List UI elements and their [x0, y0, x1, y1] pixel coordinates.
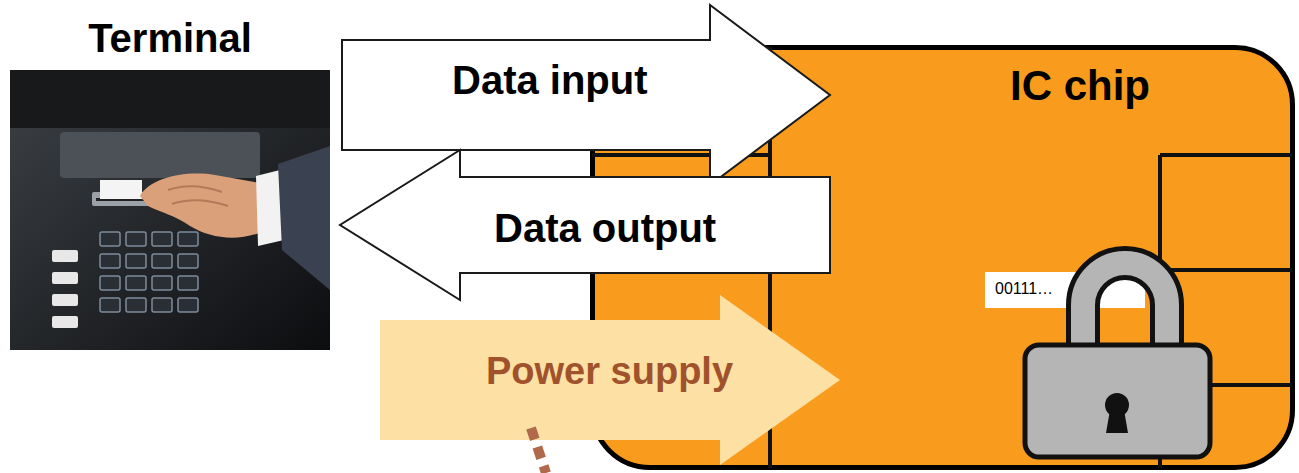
atm-panel	[60, 132, 260, 178]
atm-background	[10, 70, 330, 350]
dotted-leader	[531, 428, 546, 473]
arrow-label: Data input	[452, 57, 648, 103]
key	[126, 232, 146, 246]
atm-fascia	[10, 70, 330, 128]
atm-photo	[10, 70, 330, 350]
key	[178, 232, 198, 246]
arrow-label: Data output	[494, 205, 716, 251]
side-button	[52, 250, 78, 262]
key	[152, 232, 172, 246]
key	[100, 254, 120, 268]
key	[126, 254, 146, 268]
key	[100, 232, 120, 246]
key	[178, 254, 198, 268]
arrow-label-holder: Data input	[452, 57, 648, 103]
side-button	[52, 316, 78, 328]
finger-line	[172, 200, 228, 206]
key	[152, 298, 172, 312]
card-slot	[92, 192, 168, 206]
bit-string: 00111…	[985, 272, 1063, 306]
terminal-node: Terminal	[10, 15, 330, 350]
side-button	[52, 272, 78, 284]
finger-line	[168, 186, 222, 192]
arrow-label-holder: Power supply	[486, 350, 733, 394]
arrow-label-holder: Data output	[494, 205, 716, 251]
card-slot-gap	[96, 198, 164, 201]
key	[178, 276, 198, 290]
data-box: 00111…	[985, 272, 1145, 308]
hand	[140, 174, 266, 238]
key	[152, 276, 172, 290]
key	[178, 298, 198, 312]
bank-card	[100, 180, 142, 199]
key	[100, 298, 120, 312]
shirt-cuff	[256, 170, 284, 246]
side-button	[52, 294, 78, 306]
key	[152, 254, 172, 268]
key	[100, 276, 120, 290]
node-heading: Terminal	[10, 15, 330, 61]
chip-body: IC chip 00111…	[590, 45, 1295, 470]
chip-label: IC chip	[1010, 62, 1150, 110]
atm-keypad	[100, 232, 198, 312]
key	[126, 298, 146, 312]
arrow-label: Power supply	[486, 350, 733, 394]
key	[126, 276, 146, 290]
suit-sleeve	[278, 146, 330, 290]
